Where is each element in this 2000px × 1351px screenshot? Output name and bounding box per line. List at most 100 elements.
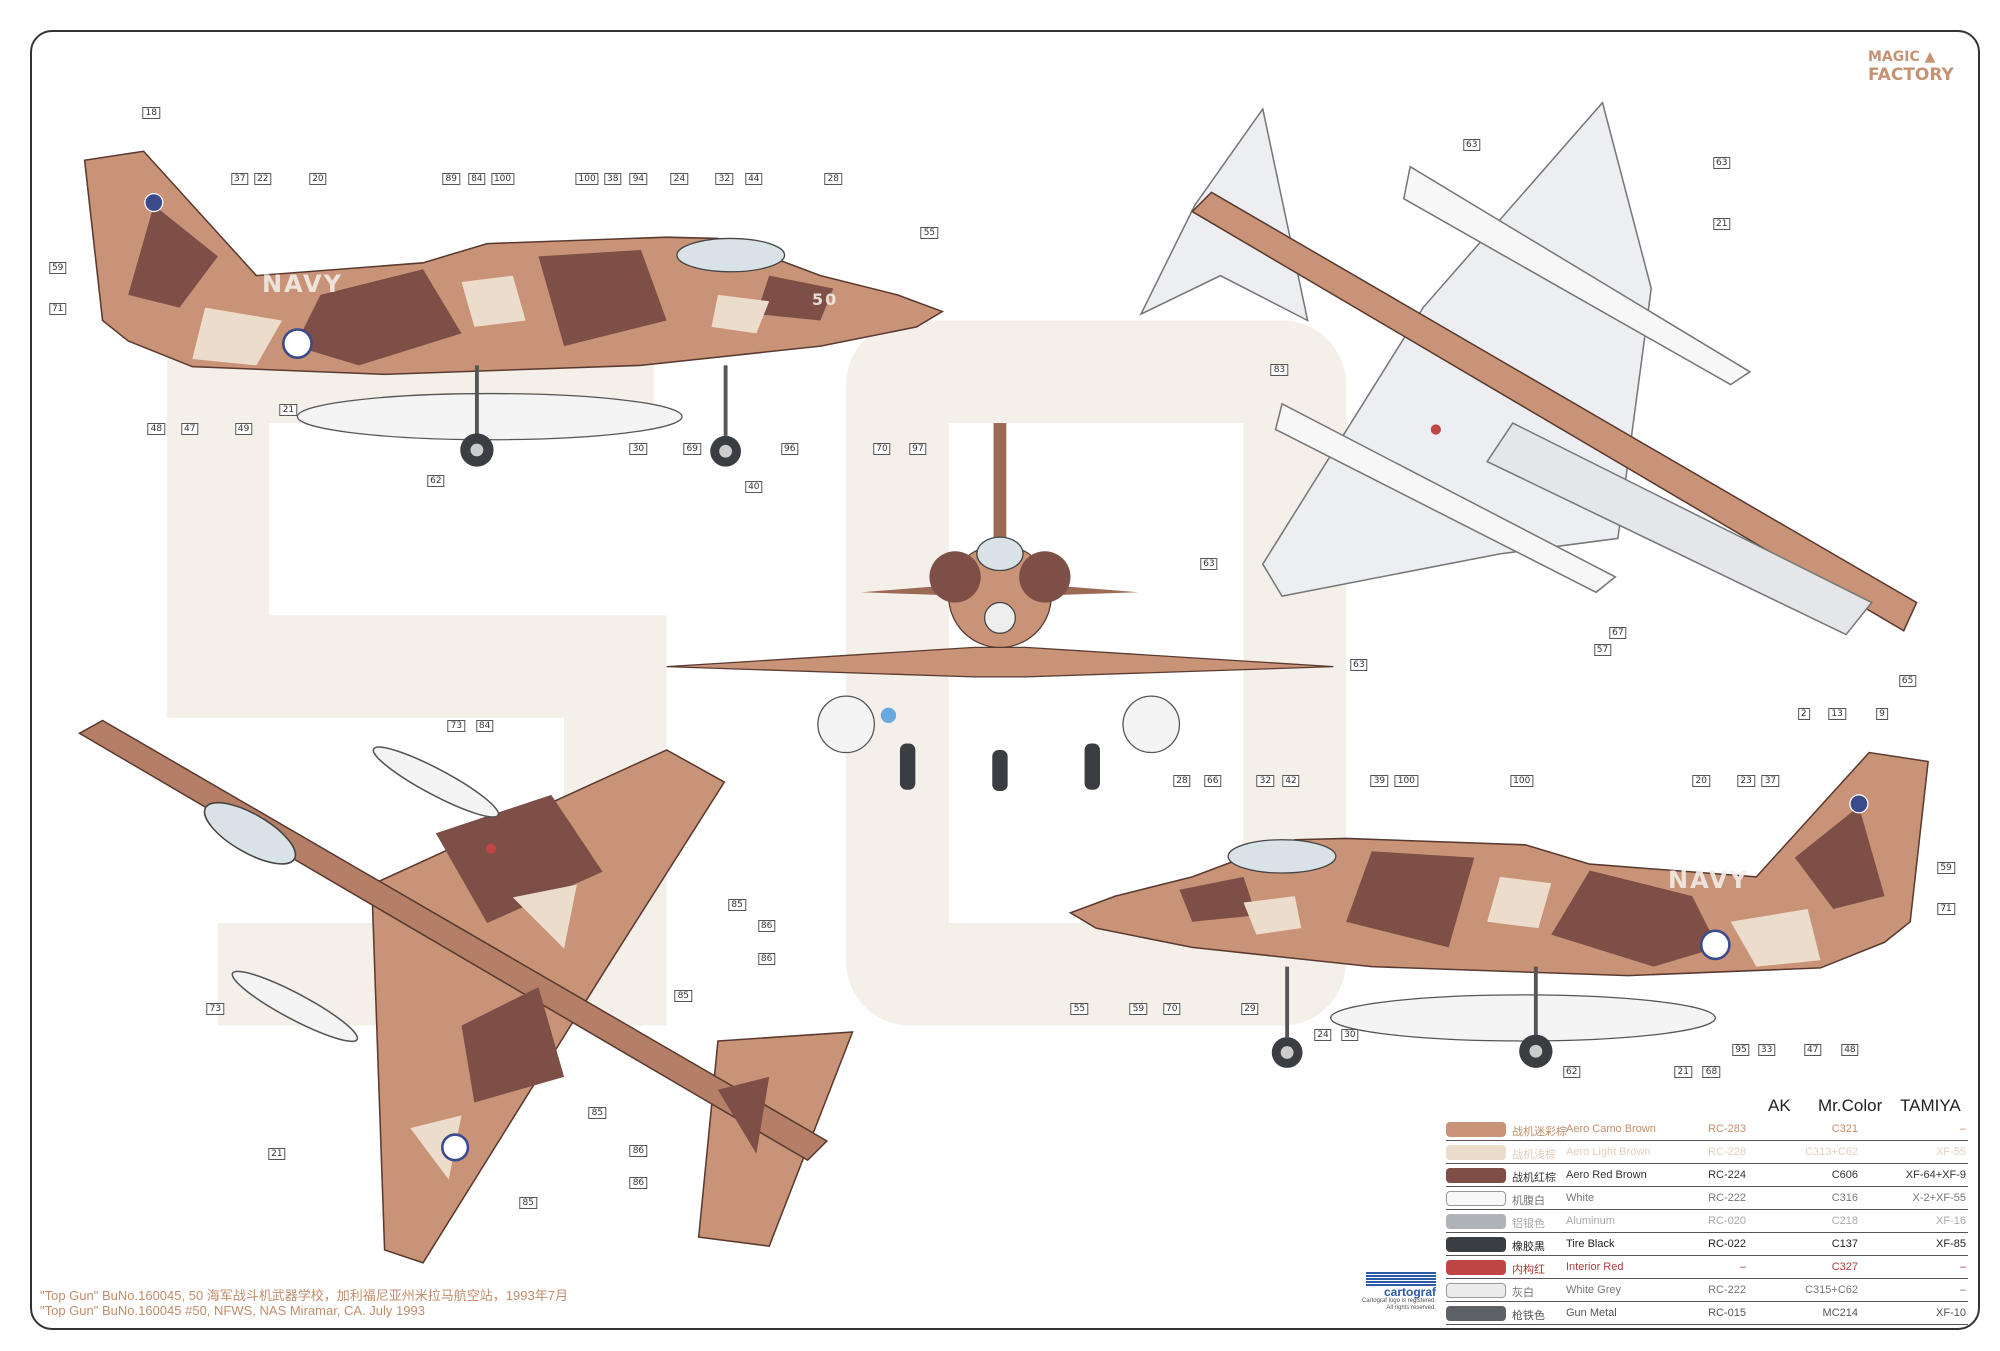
color-ak: RC-222 xyxy=(1708,1192,1746,1204)
part-callout: 100 xyxy=(1394,774,1418,787)
part-callout: 42 xyxy=(1282,774,1300,787)
part-callout: 29 xyxy=(1241,1002,1259,1015)
color-cn: 内构红 xyxy=(1512,1264,1545,1276)
color-ak: RC-015 xyxy=(1708,1307,1746,1319)
color-cn: 机腹白 xyxy=(1512,1195,1545,1207)
part-callout: 63 xyxy=(1712,156,1731,169)
part-callout: 40 xyxy=(745,481,763,494)
part-callout: 48 xyxy=(1841,1043,1859,1056)
part-callout: 59 xyxy=(48,261,67,274)
part-callout: 37 xyxy=(230,173,249,186)
color-mr: C321 xyxy=(1831,1123,1858,1135)
color-tamiya: XF-85 xyxy=(1936,1238,1966,1250)
part-callout: 57 xyxy=(1593,643,1612,656)
part-callout: 85 xyxy=(674,990,693,1003)
part-callout: 32 xyxy=(715,173,734,186)
part-callout: 30 xyxy=(629,442,648,455)
caption-chinese: "Top Gun" BuNo.160045, 50 海军战斗机武器学校，加利福尼… xyxy=(40,1288,568,1303)
color-en: Aero Red Brown xyxy=(1566,1169,1647,1181)
part-callout: 86 xyxy=(629,1145,648,1158)
part-callout: 65 xyxy=(1898,674,1917,687)
caption-english: "Top Gun" BuNo.160045 #50, NFWS, NAS Mir… xyxy=(40,1303,425,1318)
color-tamiya: – xyxy=(1959,1261,1966,1273)
part-callout: 68 xyxy=(1702,1065,1721,1078)
color-en: Aero Light Brown xyxy=(1566,1146,1651,1158)
part-callout: 89 xyxy=(442,173,460,186)
logo-line2: FACTORY xyxy=(1868,65,1954,85)
color-ak: RC-224 xyxy=(1708,1169,1746,1181)
sheet-frame xyxy=(30,30,1980,1330)
part-callout: 70 xyxy=(873,442,891,455)
color-en: Gun Metal xyxy=(1566,1307,1617,1319)
part-callout: 18 xyxy=(142,106,160,119)
color-cn: 灰白 xyxy=(1512,1287,1534,1299)
color-ak: – xyxy=(1739,1261,1746,1273)
part-callout: 97 xyxy=(909,442,927,455)
color-swatch xyxy=(1446,1145,1506,1160)
color-tamiya: XF-16 xyxy=(1936,1215,1966,1227)
color-tamiya: – xyxy=(1959,1123,1966,1135)
part-callout: 55 xyxy=(1070,1002,1089,1015)
part-callout: 22 xyxy=(254,173,272,186)
color-swatch xyxy=(1446,1122,1506,1137)
cartograf-note1: Cartograf logo is registered. xyxy=(1361,1298,1436,1304)
color-cn: 战机红棕 xyxy=(1512,1172,1556,1184)
color-mr: C606 xyxy=(1831,1169,1858,1181)
part-callout: 13 xyxy=(1828,708,1846,721)
part-callout: 86 xyxy=(757,919,776,932)
part-callout: 49 xyxy=(234,423,253,436)
part-callout: 30 xyxy=(1341,1028,1359,1041)
logo-line1: MAGIC xyxy=(1868,49,1920,65)
color-swatch xyxy=(1446,1214,1506,1229)
color-mr: C218 xyxy=(1831,1215,1858,1227)
front-view xyxy=(666,423,1334,791)
navy-marking-right: NAVY xyxy=(1668,866,1749,894)
part-callout: 20 xyxy=(309,173,327,186)
color-swatch xyxy=(1446,1191,1506,1206)
color-ak: RC-022 xyxy=(1708,1238,1746,1250)
part-callout: 63 xyxy=(1200,558,1218,571)
part-callout: 59 xyxy=(1129,1002,1148,1015)
cartograf-logo: cartograf Cartograf logo is registered. … xyxy=(1318,1272,1436,1312)
part-callout: 95 xyxy=(1732,1043,1750,1056)
color-swatch xyxy=(1446,1306,1506,1321)
part-callout: 21 xyxy=(268,1147,286,1160)
color-cn: 战机浅棕 xyxy=(1512,1149,1556,1161)
magic-factory-logo: MAGIC ▲ FACTORY xyxy=(1868,48,1954,84)
side-number-left: 50 xyxy=(812,290,839,309)
part-callout: 32 xyxy=(1256,774,1275,787)
color-mr: C327 xyxy=(1831,1261,1858,1273)
color-en: Aero Camo Brown xyxy=(1566,1123,1656,1135)
part-callout: 71 xyxy=(48,302,67,315)
part-callout: 100 xyxy=(490,173,515,186)
part-callout: 21 xyxy=(1712,218,1731,231)
part-callout: 55 xyxy=(920,227,939,240)
part-callout: 62 xyxy=(427,474,445,487)
color-mr: MC214 xyxy=(1822,1307,1858,1319)
part-callout: 28 xyxy=(824,173,843,186)
part-callout: 85 xyxy=(728,899,746,912)
color-swatch xyxy=(1446,1283,1506,1298)
color-tamiya: XF-64+XF-9 xyxy=(1905,1169,1966,1181)
header-mrcolor: Mr.Color xyxy=(1818,1096,1883,1115)
part-callout: 66 xyxy=(1204,774,1222,787)
part-callout: 20 xyxy=(1692,774,1710,787)
cartograf-name: cartograf xyxy=(1383,1285,1436,1299)
part-callout: 24 xyxy=(670,173,689,186)
part-callout: 86 xyxy=(629,1177,648,1190)
part-callout: 73 xyxy=(447,719,466,732)
color-mr: C315+C62 xyxy=(1805,1284,1858,1296)
part-callout: 21 xyxy=(279,404,298,417)
underside-view xyxy=(1139,100,1918,636)
part-callout: 48 xyxy=(147,423,166,436)
part-callout: 67 xyxy=(1609,627,1627,640)
part-callout: 70 xyxy=(1163,1002,1181,1015)
part-callout: 62 xyxy=(1562,1065,1581,1078)
table-header: AK Mr.Color TAMIYA xyxy=(1446,1096,1968,1118)
